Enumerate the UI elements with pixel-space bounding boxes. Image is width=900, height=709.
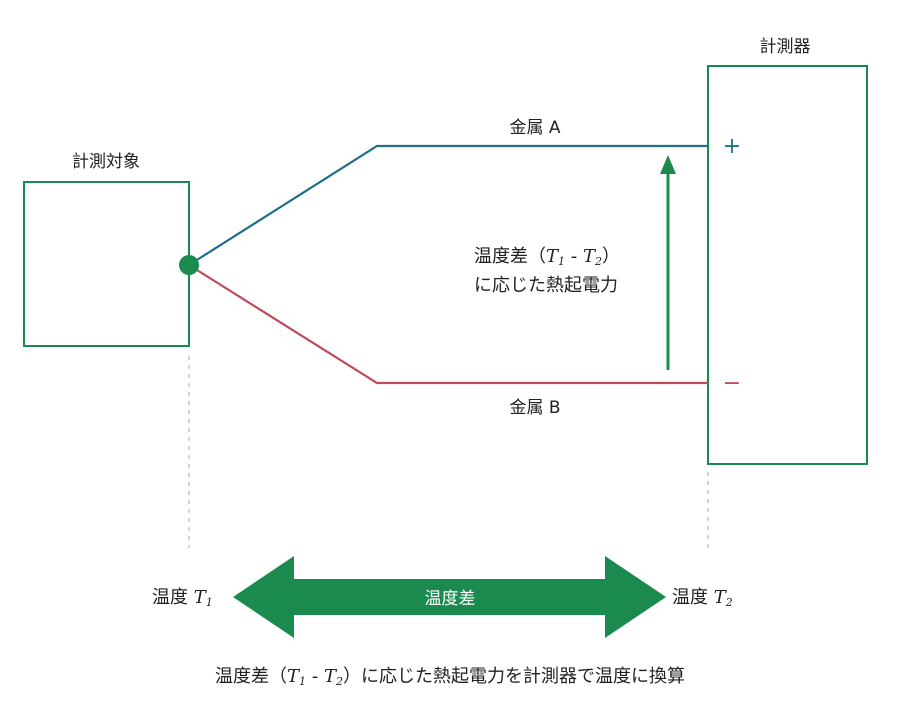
emf-prefix: 温度差（: [474, 246, 546, 267]
emf-label-line1: 温度差（T1 - T2）: [474, 246, 620, 268]
caption-t1: T: [287, 666, 301, 687]
measurement-target-box: [23, 181, 190, 347]
temp-left-prefix: 温度: [152, 587, 194, 608]
emf-label-line2: に応じた熱起電力: [474, 275, 618, 296]
measurement-target-label: 計測対象: [72, 152, 140, 172]
emf-arrow-head: [660, 155, 676, 174]
temperature-t1-label: 温度 T1: [152, 587, 213, 609]
temp-right-sub: 2: [725, 596, 733, 609]
junction-point: [179, 255, 199, 275]
instrument-label: 計測器: [760, 37, 811, 57]
temp-right-prefix: 温度: [672, 587, 714, 608]
caption: 温度差（T1 - T2）に応じた熱起電力を計測器で温度に換算: [215, 666, 685, 688]
metal-a-label: 金属 A: [509, 118, 560, 138]
temp-right-t: T: [714, 587, 728, 608]
caption-suffix: ）に応じた熱起電力を計測器で温度に換算: [343, 666, 685, 687]
temperature-difference-arrow: [233, 556, 666, 638]
emf-t2-sub: 2: [594, 255, 602, 268]
minus-terminal-sign: −: [723, 371, 741, 396]
temp-left-sub: 1: [206, 596, 213, 609]
caption-t2: T: [324, 666, 338, 687]
emf-t1: T: [546, 246, 560, 267]
temperature-difference-label: 温度差: [425, 589, 476, 609]
plus-terminal-sign: +: [723, 134, 741, 159]
emf-dash: -: [565, 246, 583, 267]
temp-left-t: T: [194, 587, 208, 608]
emf-t2: T: [583, 246, 597, 267]
emf-t1-sub: 1: [558, 255, 565, 268]
metal-b-wire: [188, 264, 708, 385]
caption-t1-sub: 1: [299, 675, 306, 688]
temperature-t2-label: 温度 T2: [672, 587, 733, 609]
caption-dash: -: [306, 666, 324, 687]
emf-suffix: ）: [602, 246, 620, 267]
metal-b-label: 金属 B: [509, 398, 560, 418]
metal-a-wire: [188, 144, 708, 266]
caption-t2-sub: 2: [335, 675, 343, 688]
instrument-box: [707, 65, 868, 465]
caption-prefix: 温度差（: [215, 666, 287, 687]
